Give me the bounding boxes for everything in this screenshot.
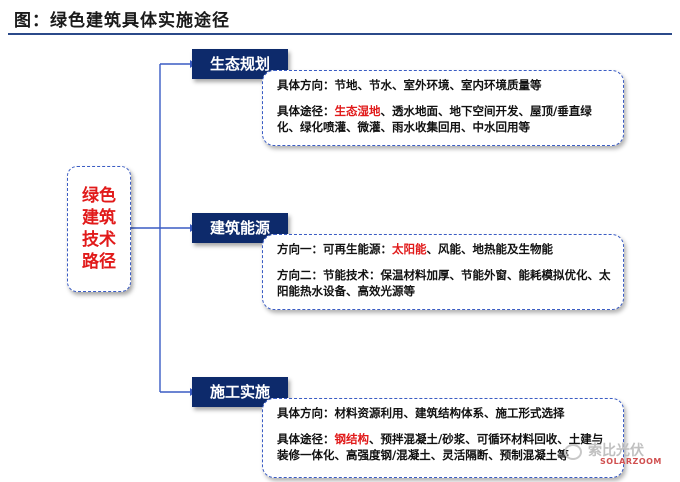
watermark-sub: SOLARZOOM [600,457,662,466]
detail-rest: 、预拌混凝土/砂浆、可循环材料回收、土建与装修一体化、高强度钢/混凝土、灵活隔断… [277,432,604,462]
detail-line: 具体方向：节地、节水、室外环境、室内环境质量等 [277,78,542,92]
detail-prefix: 具体途径： [277,432,335,446]
highlight-term: 钢结构 [334,432,370,446]
detail-line: 方向二：节能技术：保温材料加厚、节能外窗、能耗模拟优化、太阳能热水设备、高效光源… [277,268,611,298]
detail-prefix: 具体途径： [277,104,335,118]
detail-line: 具体途径：生态湿地、透水地面、地下空间开发、屋顶/垂直绿化、绿化喷灌、微灌、雨水… [277,103,613,135]
highlight-term: 生态湿地 [334,104,381,118]
title-divider [8,33,672,35]
detail-prefix: 方向一：可再生能源： [277,242,392,256]
detail-rest: 、透水地面、地下空间开发、屋顶/垂直绿化、绿化喷灌、微灌、雨水收集回用、中水回用… [277,104,592,134]
branch-detail-construction: 具体方向：材料资源利用、建筑结构体系、施工形式选择 具体途径：钢结构、预拌混凝土… [262,398,624,478]
branch-detail-building-energy: 方向一：可再生能源：太阳能、风能、地热能及生物能 方向二：节能技术：保温材料加厚… [262,234,624,310]
watermark: 索比光伏 SOLARZOOM [560,440,680,480]
watermark-name: 索比光伏 [588,443,644,459]
root-label: 绿色建筑技术路径 [82,186,116,272]
detail-line: 具体方向：材料资源利用、建筑结构体系、施工形式选择 [277,406,565,420]
detail-line: 方向一：可再生能源：太阳能、风能、地热能及生物能 [277,241,613,257]
branch-header-construction: 施工实施 [192,377,288,407]
root-node: 绿色建筑技术路径 [67,166,131,292]
highlight-term: 太阳能 [392,242,427,256]
detail-line: 具体途径：钢结构、预拌混凝土/砂浆、可循环材料回收、土建与装修一体化、高强度钢/… [277,431,613,463]
figure-title: 图：绿色建筑具体实施途径 [14,11,230,31]
chat-bubble-icon [564,444,582,460]
branch-detail-eco-planning: 具体方向：节地、节水、室外环境、室内环境质量等 具体途径：生态湿地、透水地面、地… [262,70,624,146]
detail-rest: 、风能、地热能及生物能 [426,242,554,256]
